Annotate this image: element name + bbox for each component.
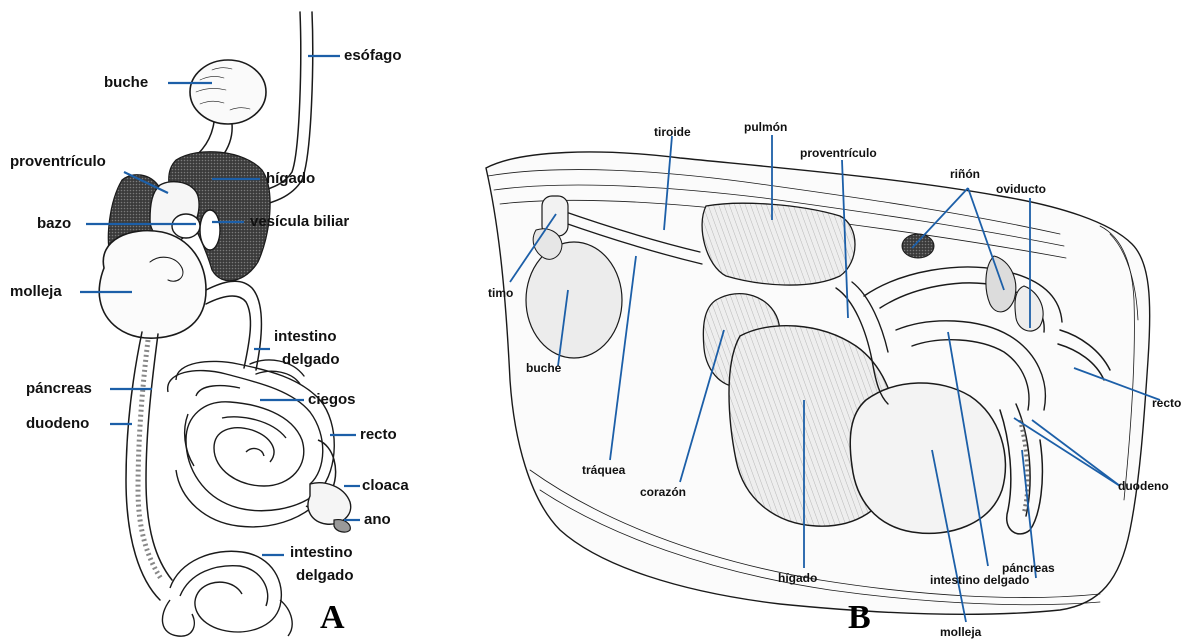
label-a-vesicula: vesícula biliar [250,213,349,230]
label-a-ano: ano [364,511,391,528]
label-b-pancreas: páncreas [1002,561,1055,575]
label-a-recto: recto [360,426,397,443]
label-a-higado: hígado [266,170,315,187]
label-a-proventriculo: proventrículo [10,153,106,170]
label-b-molleja: molleja [940,625,982,639]
label-a-intestino1-line2: delgado [282,351,340,368]
panel-letter-a: A [320,599,345,636]
panel-b: tiroide pulmón proventrículo riñón ovidu… [486,120,1181,639]
label-b-oviducto: oviducto [996,182,1046,196]
label-a-esofago: esófago [344,47,402,64]
label-b-corazon: corazón [640,485,686,499]
label-a-molleja: molleja [10,283,62,300]
panel-letter-b: B [848,599,871,636]
label-b-buche: buche [526,361,562,375]
label-a-cloaca: cloaca [362,477,409,494]
panel-a: esófago buche proventrículo hígado bazo … [10,12,409,636]
label-b-recto: recto [1152,396,1181,410]
label-a-duodeno: duodeno [26,415,89,432]
label-a-buche: buche [104,74,148,91]
label-a-bazo: bazo [37,215,71,232]
label-a-intestino2-line2: delgado [296,567,354,584]
panel-a-drawing [99,12,350,636]
label-b-pulmon: pulmón [744,120,787,134]
label-b-timo: timo [488,286,513,300]
label-a-ciegos: ciegos [308,391,356,408]
label-b-tiroide: tiroide [654,125,691,139]
label-b-rinon: riñón [950,167,980,181]
label-a-intestino2-line1: intestino [290,544,353,561]
label-a-intestino1-line1: intestino [274,328,337,345]
label-b-higado: hígado [778,571,817,585]
label-b-duodeno: duodeno [1118,479,1169,493]
label-b-proventriculo: proventrículo [800,146,877,160]
label-a-pancreas: páncreas [26,380,92,397]
label-b-traquea: tráquea [582,463,626,477]
label-b-intestino: intestino delgado [930,573,1029,587]
panel-b-drawing [486,152,1150,614]
